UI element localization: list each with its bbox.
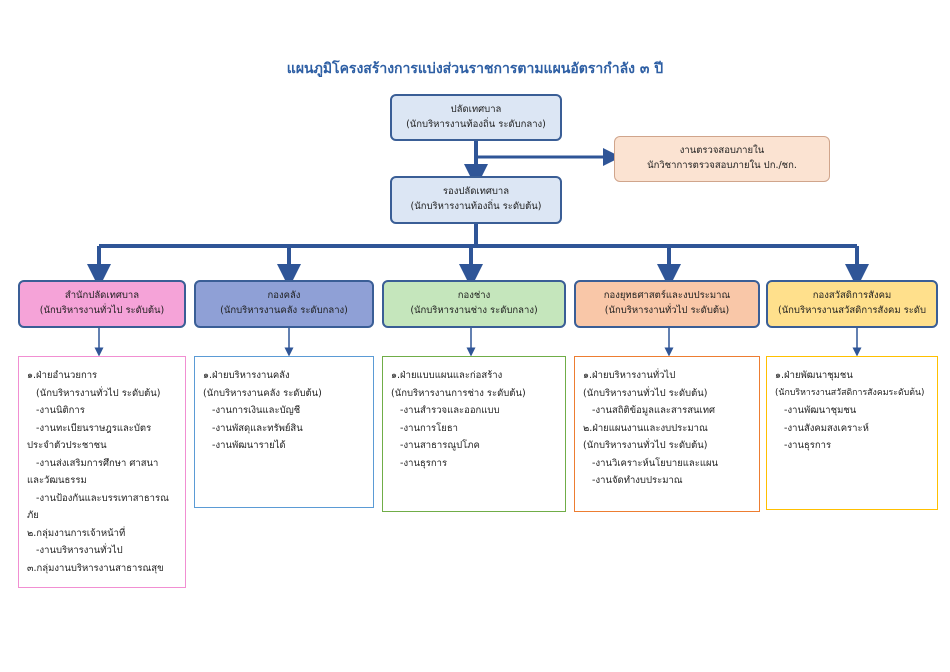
panel-office-line: ภัย: [27, 510, 39, 521]
panel-office-line: ประจำตัวประชาชน: [27, 440, 107, 451]
mayor-clerk-rank: (นักบริหารงานท้องถิ่น ระดับกลาง): [406, 119, 546, 130]
division-strategy-name: กองยุทธศาสตร์และงบประมาณ: [603, 290, 731, 301]
panel-finance-line: ๑.ฝ่ายบริหารงานคลัง: [203, 370, 290, 381]
panel-office-line: -งานทะเบียนราษฎรและบัตร: [27, 422, 152, 434]
division-welfare-box: กองสวัสดิการสังคม (นักบริหารงานสวัสดิการ…: [766, 280, 938, 328]
panel-welfare-line: -งานสังคมสงเคราะห์: [775, 422, 869, 434]
internal-audit-title: งานตรวจสอบภายใน: [679, 145, 765, 156]
panel-finance-line: -งานพัฒนารายได้: [203, 440, 286, 451]
division-office-rank: (นักบริหารงานทั่วไป ระดับต้น): [39, 305, 165, 316]
panel-office-line: -งานป้องกันและบรรเทาสาธารณ: [27, 492, 169, 504]
panel-engineering-line: -งานสาธารณูปโภค: [391, 440, 480, 451]
division-welfare-name: กองสวัสดิการสังคม: [812, 290, 892, 301]
panel-engineering: ๑.ฝ่ายแบบแผนและก่อสร้าง (นักบริหารงานการ…: [382, 356, 566, 512]
division-office-name: สำนักปลัดเทศบาล: [64, 290, 140, 301]
panel-engineering-line: -งานการโยธา: [391, 422, 458, 434]
division-finance-rank: (นักบริหารงานคลัง ระดับกลาง): [220, 305, 348, 316]
division-strategy-rank: (นักบริหารงานทั่วไป ระดับต้น): [604, 305, 730, 316]
panel-finance-line: -งานการเงินและบัญชี: [203, 405, 301, 416]
internal-audit-rank: นักวิชาการตรวจสอบภายใน ปก./ชก.: [647, 160, 797, 171]
panel-office-line: -งานส่งเสริมการศึกษา ศาสนา: [27, 457, 159, 469]
division-welfare-rank: (นักบริหารงานสวัสดิการสังคม ระดับ: [777, 305, 927, 316]
panel-welfare-line: (นักบริหารงานสวัสดิการสังคมระดับต้น): [775, 387, 925, 398]
panel-welfare: ๑.ฝ่ายพัฒนาชุมชน (นักบริหารงานสวัสดิการส…: [766, 356, 938, 510]
panel-strategy-line: -งานวิเคราะห์นโยบายและแผน: [583, 457, 719, 469]
panel-strategy-line: ๒.ฝ่ายแผนงานและงบประมาณ: [583, 422, 708, 434]
division-office-box: สำนักปลัดเทศบาล (นักบริหารงานทั่วไป ระดั…: [18, 280, 186, 328]
panel-strategy-line: (นักบริหารงานทั่วไป ระดับต้น): [583, 440, 708, 451]
division-strategy-box: กองยุทธศาสตร์และงบประมาณ (นักบริหารงานทั…: [574, 280, 760, 328]
panel-welfare-line: -งานธุรการ: [775, 440, 832, 451]
panel-finance: ๑.ฝ่ายบริหารงานคลัง (นักบริหารงานคลัง ระ…: [194, 356, 374, 508]
panel-office-line: ๑.ฝ่ายอำนวยการ: [27, 370, 98, 381]
mayor-clerk-title: ปลัดเทศบาล: [450, 104, 502, 115]
panel-office-line: ๓.กลุ่มงานบริหารงานสาธารณสุข: [27, 562, 164, 574]
panel-strategy-line: -งานสถิติข้อมูลและสารสนเทศ: [583, 405, 716, 416]
panel-office-line: -งานบริหารงานทั่วไป: [27, 545, 123, 556]
division-engineering-rank: (นักบริหารงานช่าง ระดับกลาง): [410, 305, 538, 316]
panel-finance-line: -งานพัสดุและทรัพย์สิน: [203, 422, 303, 434]
panel-engineering-line: -งานธุรการ: [391, 457, 448, 469]
panel-office-line: และวัฒนธรรม: [27, 475, 87, 486]
panel-engineering-line: -งานสำรวจและออกแบบ: [391, 405, 500, 416]
panel-strategy: ๑.ฝ่ายบริหารงานทั่วไป (นักบริหารงานทั่วไ…: [574, 356, 760, 512]
panel-welfare-line: ๑.ฝ่ายพัฒนาชุมชน: [775, 370, 853, 381]
panel-strategy-line: (นักบริหารงานทั่วไป ระดับต้น): [583, 387, 708, 399]
deputy-clerk-rank: (นักบริหารงานท้องถิ่น ระดับต้น): [410, 201, 542, 212]
division-engineering-box: กองช่าง (นักบริหารงานช่าง ระดับกลาง): [382, 280, 566, 328]
panel-strategy-line: -งานจัดทำงบประมาณ: [583, 475, 683, 486]
division-finance-box: กองคลัง (นักบริหารงานคลัง ระดับกลาง): [194, 280, 374, 328]
panel-finance-line: (นักบริหารงานคลัง ระดับต้น): [203, 387, 322, 399]
chart-title: แผนภูมิโครงสร้างการแบ่งส่วนราชการตามแผนอ…: [286, 61, 664, 77]
panel-engineering-line: ๑.ฝ่ายแบบแผนและก่อสร้าง: [391, 370, 503, 381]
panel-engineering-line: (นักบริหารงานการช่าง ระดับต้น): [391, 387, 526, 399]
division-engineering-name: กองช่าง: [457, 290, 491, 301]
panel-office-line: ๒.กลุ่มงานการเจ้าหน้าที่: [27, 527, 126, 539]
internal-audit-box: งานตรวจสอบภายใน นักวิชาการตรวจสอบภายใน ป…: [614, 136, 830, 182]
panel-office-line: (นักบริหารงานทั่วไป ระดับต้น): [27, 387, 161, 399]
division-finance-name: กองคลัง: [267, 290, 301, 301]
mayor-clerk-box: ปลัดเทศบาล (นักบริหารงานท้องถิ่น ระดับกล…: [390, 94, 562, 141]
deputy-clerk-title: รองปลัดเทศบาล: [442, 186, 510, 197]
panel-welfare-line: -งานพัฒนาชุมชน: [775, 405, 857, 416]
panel-office: ๑.ฝ่ายอำนวยการ (นักบริหารงานทั่วไป ระดับ…: [18, 356, 186, 588]
deputy-clerk-box: รองปลัดเทศบาล (นักบริหารงานท้องถิ่น ระดั…: [390, 176, 562, 224]
panel-strategy-line: ๑.ฝ่ายบริหารงานทั่วไป: [583, 370, 676, 381]
panel-office-line: -งานนิติการ: [27, 405, 85, 416]
